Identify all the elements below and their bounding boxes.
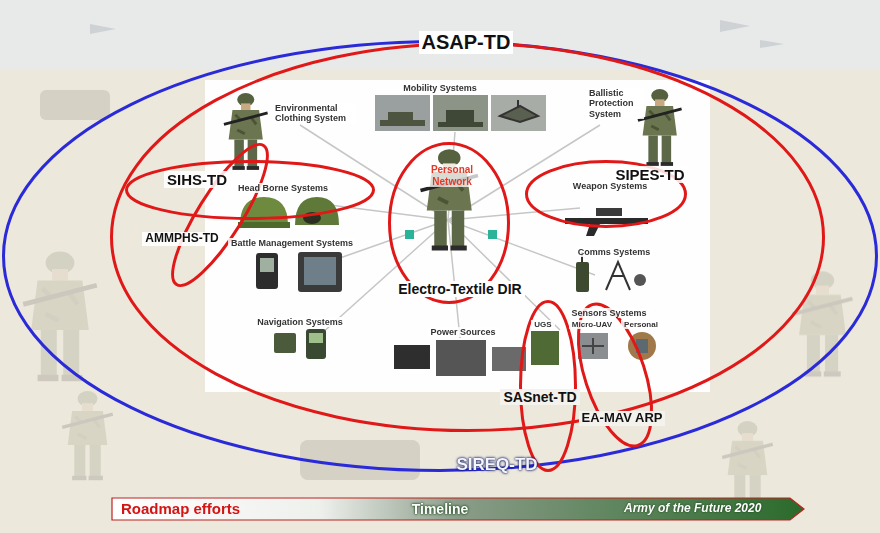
comms-images bbox=[576, 252, 646, 292]
system-label: Mobility Systems bbox=[400, 83, 480, 93]
battle-management-images bbox=[256, 252, 342, 292]
timeline-arrow bbox=[112, 498, 804, 520]
ellipse-stroke bbox=[390, 144, 509, 303]
system-label: Environmental Clothing System bbox=[272, 103, 356, 124]
ellipse-region: ASAP-TDSIHS-TDAMMPHS-TDPersonal NetworkE… bbox=[110, 42, 825, 432]
weapon-image bbox=[565, 208, 648, 236]
system-label: Timeline bbox=[412, 501, 469, 517]
system-label: Weapon Systems bbox=[570, 181, 650, 191]
system-label: Battle Management Systems bbox=[228, 238, 356, 248]
system-label: UGS bbox=[531, 320, 554, 329]
region-label: AMMPHS-TD bbox=[142, 232, 221, 246]
system-label: Power Sources bbox=[427, 327, 498, 337]
region-label: SASnet-TD bbox=[500, 389, 579, 405]
ellipse-stroke bbox=[521, 302, 576, 471]
system-label: Roadmap efforts bbox=[121, 500, 240, 517]
system-label: Army of the Future 2020 bbox=[624, 502, 761, 516]
navigation-images bbox=[274, 329, 326, 359]
mobility-images bbox=[375, 95, 546, 131]
ellipse-stroke bbox=[4, 42, 877, 471]
power-images bbox=[394, 340, 526, 376]
ellipse-region: Personal NetworkElectro-Textile DIR bbox=[388, 142, 510, 304]
region-label: Personal Network bbox=[420, 164, 484, 187]
system-label: Comms Systems bbox=[575, 247, 654, 257]
region-label: SIHS-TD bbox=[164, 171, 230, 188]
system-label: Head Borne Systems bbox=[235, 183, 331, 193]
spoke-lines bbox=[300, 125, 600, 338]
ellipse-region: SIPES-TD bbox=[525, 160, 687, 228]
system-label: Navigation Systems bbox=[254, 317, 346, 327]
region-label: ASAP-TD bbox=[419, 31, 514, 54]
ellipse-stroke bbox=[158, 134, 282, 296]
system-label: Micro-UAV bbox=[569, 320, 615, 329]
system-label: Sensors Systems bbox=[568, 308, 649, 318]
system-label: Personal bbox=[621, 320, 661, 329]
region-label: SIREQ-TD bbox=[456, 455, 537, 475]
ellipse-outline bbox=[160, 135, 280, 295]
ellipse-region: AMMPHS-TD bbox=[160, 135, 280, 295]
ellipse-region: SIREQ-TDASAP-TDSIHS-TDAMMPHS-TDPersonal … bbox=[2, 40, 878, 472]
region-label: Electro-Textile DIR bbox=[395, 281, 524, 297]
region-label: EA-MAV ARP bbox=[579, 411, 666, 426]
system-label: Ballistic Protection System bbox=[586, 88, 644, 119]
ellipse-outline bbox=[2, 40, 878, 472]
ellipse-stroke bbox=[112, 44, 824, 431]
network-ports bbox=[405, 230, 497, 239]
ellipse-stroke bbox=[564, 295, 667, 454]
